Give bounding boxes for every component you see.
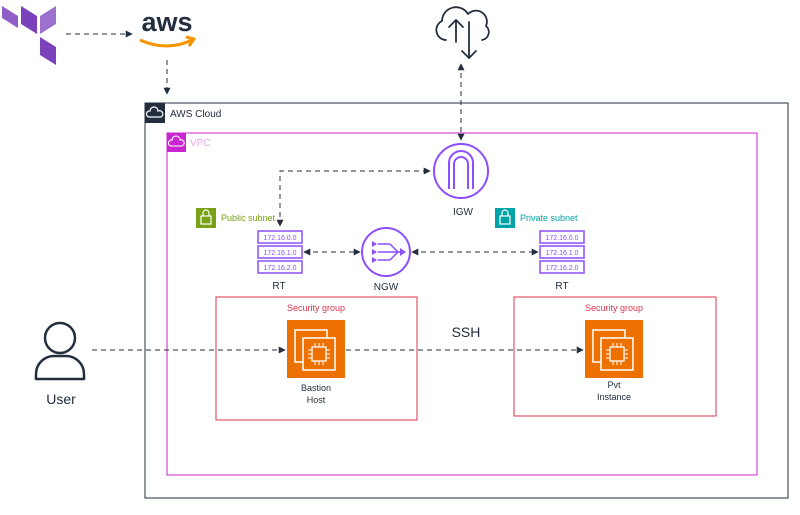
aws-logo-text: aws	[141, 7, 192, 37]
ngw-label: NGW	[374, 282, 399, 293]
bastion-host: Bastion Host	[287, 320, 345, 405]
public-rt-icon	[257, 230, 303, 274]
igw-icon	[433, 143, 489, 199]
private-route-table: 172.16.0.0 172.16.1.0 172.16.2.0 RT	[539, 230, 585, 292]
bastion-security-group: Security group	[215, 296, 418, 421]
private-subnet-lock-icon	[501, 209, 509, 216]
public-rt-label: RT	[272, 281, 285, 292]
public-rt-igw-link	[276, 167, 431, 227]
private-sg-label: Security group	[585, 303, 643, 313]
private-rt-label: RT	[555, 281, 568, 292]
public-rt-entry: 172.16.2.0	[263, 265, 296, 272]
igw-label: IGW	[453, 207, 474, 218]
private-subnet-label: Private subnet	[520, 213, 578, 223]
ssh-label: SSH	[452, 324, 481, 340]
public-rt-entry: 172.16.0.0	[263, 235, 296, 242]
aws-logo: aws	[139, 7, 196, 48]
public-subnet-lock-icon	[202, 209, 210, 216]
user-label: User	[46, 391, 76, 407]
bastion-sg-label: Security group	[287, 303, 345, 313]
aws-smile	[139, 38, 193, 48]
aws-cloud-label: AWS Cloud	[170, 109, 221, 120]
vpc-icon	[167, 135, 185, 147]
terraform-logo	[2, 6, 56, 65]
vpc-label: VPC	[190, 138, 211, 149]
bastion-label-line2: Host	[307, 395, 326, 405]
private-rt-entry: 172.16.1.0	[545, 250, 578, 257]
user-icon	[34, 321, 86, 381]
public-rt-entry: 172.16.1.0	[263, 250, 296, 257]
private-security-group: Security group	[513, 296, 717, 417]
pvt-label-line2: Instance	[597, 392, 631, 402]
pvt-label-line1: Pvt	[607, 380, 621, 390]
private-rt-icon	[539, 230, 585, 274]
user: User	[34, 321, 86, 407]
vpc-group: VPC	[166, 132, 758, 476]
public-subnet-label: Public subnet	[221, 213, 276, 223]
private-instance: Pvt Instance	[585, 320, 643, 402]
public-route-table: 172.16.0.0 172.16.1.0 172.16.2.0 RT	[257, 230, 303, 292]
bastion-label-line1: Bastion	[301, 383, 331, 393]
private-rt-entry: 172.16.0.0	[545, 235, 578, 242]
aws-cloud-group: AWS Cloud	[144, 102, 789, 499]
private-rt-entry: 172.16.2.0	[545, 265, 578, 272]
nat-gateway: NGW	[361, 227, 411, 293]
aws-cloud-icon	[145, 106, 164, 118]
public-subnet-badge: Public subnet	[196, 208, 276, 228]
internet-upload-download-icon	[435, 6, 490, 59]
private-subnet-badge: Private subnet	[495, 208, 578, 228]
internet-gateway: IGW	[433, 143, 489, 218]
